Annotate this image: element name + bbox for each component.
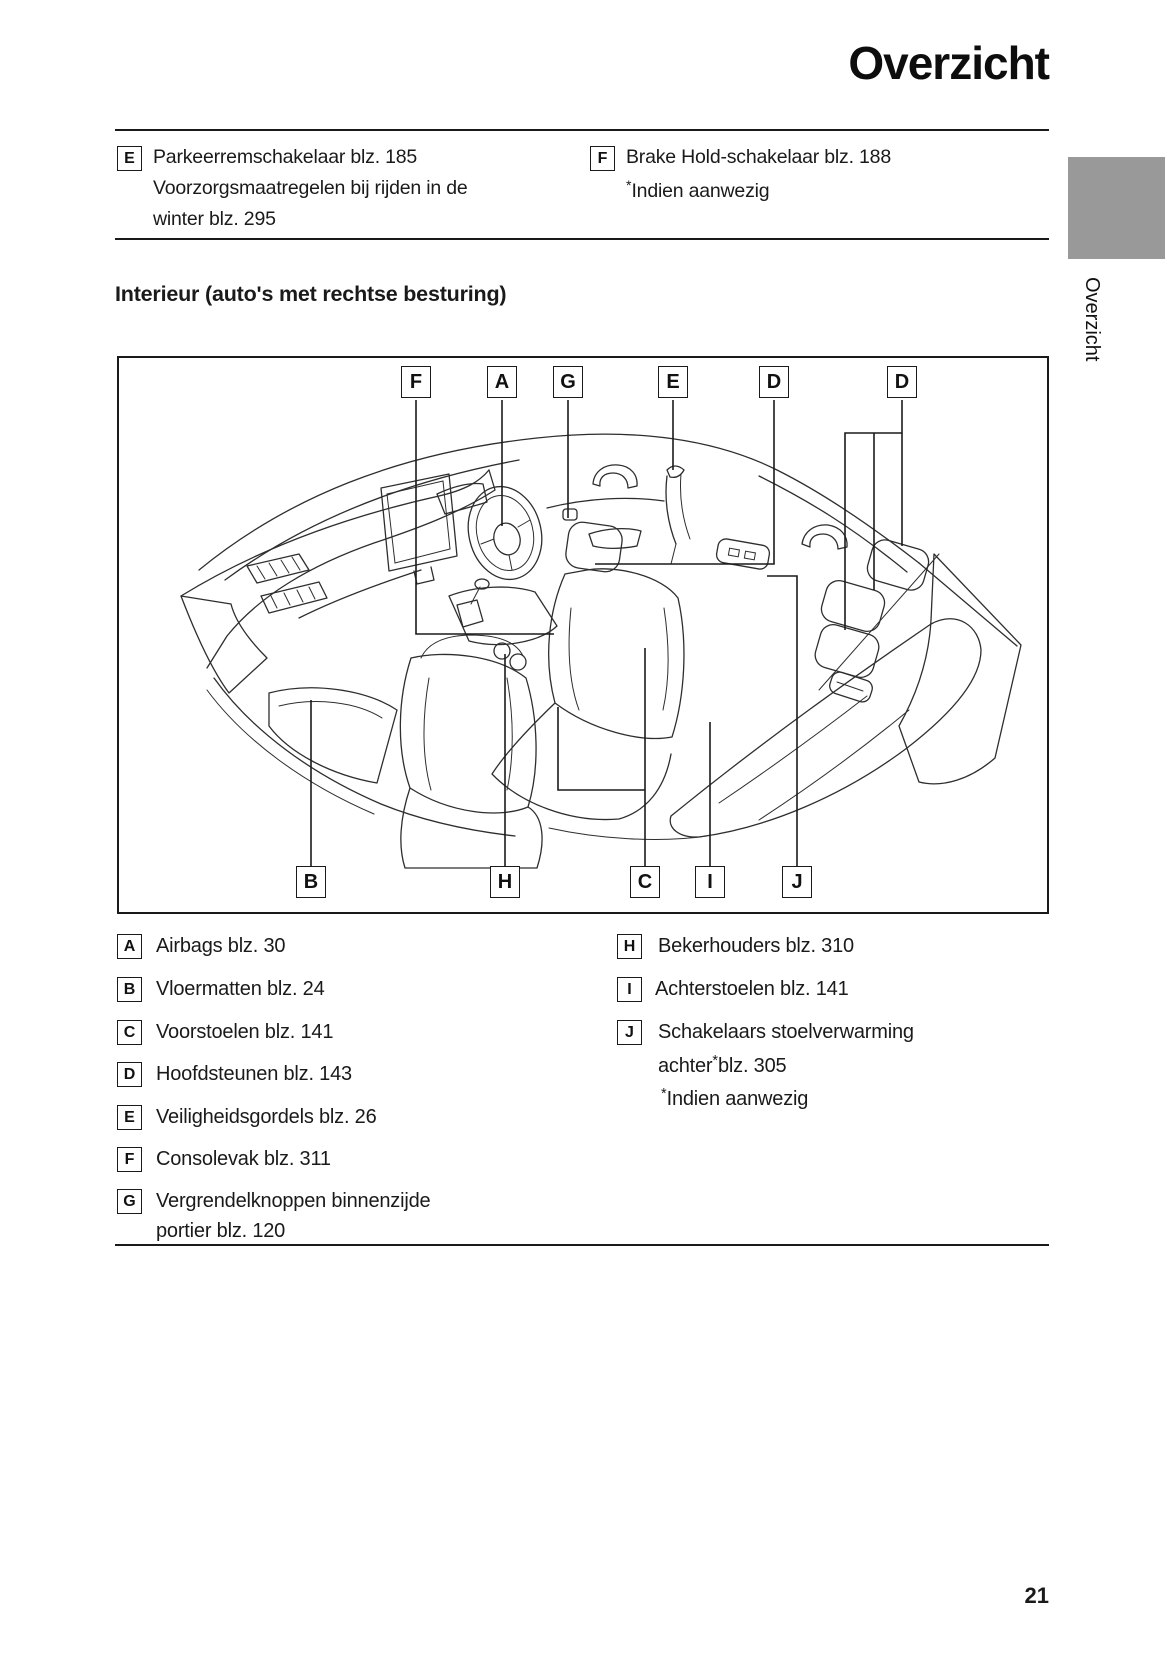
- legend-text-J2-post: blz. 305: [718, 1055, 787, 1078]
- ref-key-F: F: [590, 146, 615, 171]
- legend-text-F: Consolevak blz. 311: [156, 1148, 331, 1170]
- ref-F-line1: Brake Hold-schakelaar blz. 188: [626, 146, 891, 168]
- chapter-tab: [1068, 157, 1165, 259]
- rule-top: [115, 129, 1049, 131]
- diagram-label-G: G: [553, 366, 583, 398]
- interior-diagram: F A G E D D B H C I J: [117, 356, 1049, 914]
- diagram-label-D2-letter: D: [894, 370, 910, 393]
- diagram-label-D1-letter: D: [766, 370, 782, 393]
- legend-key-A: A: [117, 934, 142, 959]
- legend-key-H-letter: H: [623, 937, 636, 955]
- legend-key-F: F: [117, 1147, 142, 1172]
- legend-key-B-letter: B: [123, 980, 136, 998]
- ref-F-note-star: *: [626, 177, 632, 193]
- legend-text-G: Vergrendelknoppen binnenzijde: [156, 1190, 431, 1212]
- legend-text-J2-pre: achter: [658, 1055, 713, 1078]
- ref-F-note-text: Indien aanwezig: [631, 180, 770, 203]
- legend-text-I: Achterstoelen blz. 141: [655, 978, 849, 1000]
- diagram-label-D1: D: [759, 366, 789, 398]
- ref-F-note: *Indien aanwezig: [626, 177, 770, 203]
- legend-key-D-letter: D: [123, 1065, 136, 1083]
- page-number: 21: [1024, 1583, 1049, 1608]
- page-title: Overzicht: [848, 37, 1050, 89]
- diagram-label-E-letter: E: [666, 370, 680, 393]
- diagram-label-C: C: [630, 866, 660, 898]
- legend-key-E-letter: E: [124, 1108, 135, 1126]
- legend-key-F-letter: F: [124, 1150, 135, 1168]
- legend-text-B: Vloermatten blz. 24: [156, 978, 325, 1000]
- legend-key-G: G: [117, 1189, 142, 1214]
- legend-text-G2: portier blz. 120: [156, 1220, 286, 1242]
- ref-key-E: E: [117, 146, 142, 171]
- rule-mid: [115, 238, 1049, 240]
- legend-text-J2: achter*blz. 305: [658, 1053, 787, 1078]
- diagram-label-C-letter: C: [637, 870, 653, 893]
- section-heading: Interieur (auto's met rechtse besturing): [115, 282, 507, 306]
- diagram-label-J: J: [782, 866, 812, 898]
- legend-key-A-letter: A: [123, 937, 136, 955]
- legend-key-I: I: [617, 977, 642, 1002]
- legend-text-J3-text: Indien aanwezig: [666, 1088, 809, 1111]
- diagram-label-I-letter: I: [707, 870, 713, 893]
- legend-text-E: Veiligheidsgordels blz. 26: [156, 1106, 377, 1128]
- legend-key-G-letter: G: [123, 1192, 136, 1210]
- interior-drawing: [180, 400, 1022, 869]
- diagram-label-I: I: [695, 866, 725, 898]
- legend-text-J3: *Indien aanwezig: [661, 1086, 808, 1111]
- diagram-label-B: B: [296, 866, 326, 898]
- diagram-label-A-letter: A: [494, 370, 510, 393]
- diagram-label-A: A: [487, 366, 517, 398]
- diagram-label-E: E: [658, 366, 688, 398]
- legend-key-H: H: [617, 934, 642, 959]
- diagram-label-F-letter: F: [409, 370, 423, 393]
- legend-text-C: Voorstoelen blz. 141: [156, 1021, 334, 1043]
- legend-key-C-letter: C: [123, 1023, 136, 1041]
- legend-key-J: J: [617, 1020, 642, 1045]
- legend-text-A: Airbags blz. 30: [156, 935, 286, 957]
- diagram-label-F: F: [401, 366, 431, 398]
- legend-text-J1: Schakelaars stoelverwarming: [658, 1021, 914, 1043]
- rule-bottom: [115, 1244, 1049, 1246]
- legend-text-J2-star: *: [712, 1053, 718, 1069]
- diagram-label-G-letter: G: [560, 370, 576, 393]
- legend-key-B: B: [117, 977, 142, 1002]
- legend-text-J3-star: *: [661, 1086, 667, 1102]
- legend-text-D: Hoofdsteunen blz. 143: [156, 1063, 352, 1085]
- ref-E-line1: Parkeerremschakelaar blz. 185: [153, 146, 418, 168]
- ref-E-line2: Voorzorgsmaatregelen bij rijden in de: [153, 177, 468, 199]
- legend-key-D: D: [117, 1062, 142, 1087]
- legend-key-E: E: [117, 1105, 142, 1130]
- diagram-label-H-letter: H: [497, 870, 513, 893]
- legend-text-H: Bekerhouders blz. 310: [658, 935, 854, 957]
- legend-key-C: C: [117, 1020, 142, 1045]
- diagram-label-J-letter: J: [791, 870, 803, 893]
- diagram-label-H: H: [490, 866, 520, 898]
- ref-key-E-letter: E: [124, 149, 135, 167]
- ref-E-line3: winter blz. 295: [153, 208, 276, 230]
- diagram-label-B-letter: B: [303, 870, 319, 893]
- chapter-tab-label: Overzicht: [1081, 277, 1103, 362]
- legend-key-J-letter: J: [625, 1023, 634, 1041]
- ref-key-F-letter: F: [597, 149, 608, 167]
- diagram-label-D2: D: [887, 366, 917, 398]
- legend-key-I-letter: I: [627, 980, 632, 998]
